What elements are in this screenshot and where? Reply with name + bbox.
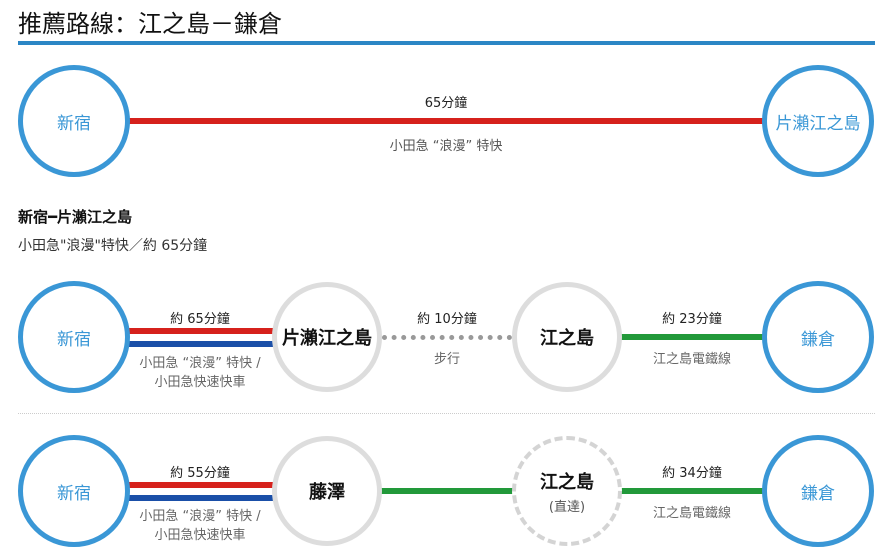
seg3-line: 江之島電鐵線 [652, 506, 731, 521]
seg2-line: 步行 [433, 352, 460, 367]
station-shinjuku: 新宿 [18, 65, 130, 177]
station-shinjuku: 新宿 [18, 435, 130, 547]
station-kamakura: 鎌倉 [762, 435, 874, 547]
station-shinjuku: 新宿 [18, 281, 130, 393]
station-label: 江之島 [540, 471, 594, 493]
station-label: 片瀨江之島 [282, 328, 372, 349]
odakyu-line [128, 118, 764, 124]
page-title: 推薦路線：江之島－鎌倉 [18, 10, 282, 38]
station-note: (直達) [548, 499, 586, 515]
station-label: 新宿 [57, 329, 91, 350]
seg1-line: 小田急 “浪漫” 特快 / [139, 509, 261, 524]
station-katase-enoshima: 片瀨江之島 [272, 282, 382, 392]
seg1-time: 約 55分鐘 [170, 466, 230, 481]
route-divider [18, 413, 875, 414]
station-label: 江之島 [540, 328, 594, 349]
station-label: 新宿 [57, 483, 91, 504]
walking-path [382, 335, 512, 340]
station-label: 鎌倉 [801, 329, 835, 350]
title-underline [18, 41, 875, 45]
station-fujisawa: 藤澤 [272, 436, 382, 546]
station-enoshima-direct: 江之島 (直達) [512, 436, 622, 546]
odakyu-red-line [128, 482, 274, 488]
seg3-line: 江之島電鐵線 [652, 352, 731, 367]
station-label: 片瀨江之島 [775, 113, 861, 134]
station-label: 藤澤 [309, 482, 345, 503]
seg3-time: 約 34分鐘 [662, 466, 722, 481]
station-label: 新宿 [57, 113, 91, 134]
odakyu-blue-line [128, 341, 274, 347]
seg1-line: 小田急快速快車 [154, 528, 246, 543]
enoden-line [620, 488, 766, 494]
station-enoshima: 江之島 [512, 282, 622, 392]
section-description: 小田急"浪漫"特快／約 65分鐘 [18, 238, 208, 254]
section-heading: 新宿━片瀨江之島 [18, 208, 133, 226]
seg3-time: 約 23分鐘 [662, 312, 722, 327]
overview-time: 65分鐘 [424, 96, 468, 111]
seg2-time: 約 10分鐘 [417, 312, 477, 327]
odakyu-red-line [128, 328, 274, 334]
seg1-time: 約 65分鐘 [170, 312, 230, 327]
station-kamakura: 鎌倉 [762, 281, 874, 393]
station-label: 鎌倉 [801, 483, 835, 504]
enoden-line [620, 334, 766, 340]
odakyu-blue-line [128, 495, 274, 501]
seg1-line: 小田急 “浪漫” 特快 / [139, 356, 261, 371]
station-katase-enoshima: 片瀨江之島 [762, 65, 874, 177]
odakyu-enoshima-line [380, 488, 514, 494]
overview-line: 小田急 “浪漫” 特快 [389, 139, 503, 154]
seg1-line: 小田急快速快車 [154, 375, 246, 390]
